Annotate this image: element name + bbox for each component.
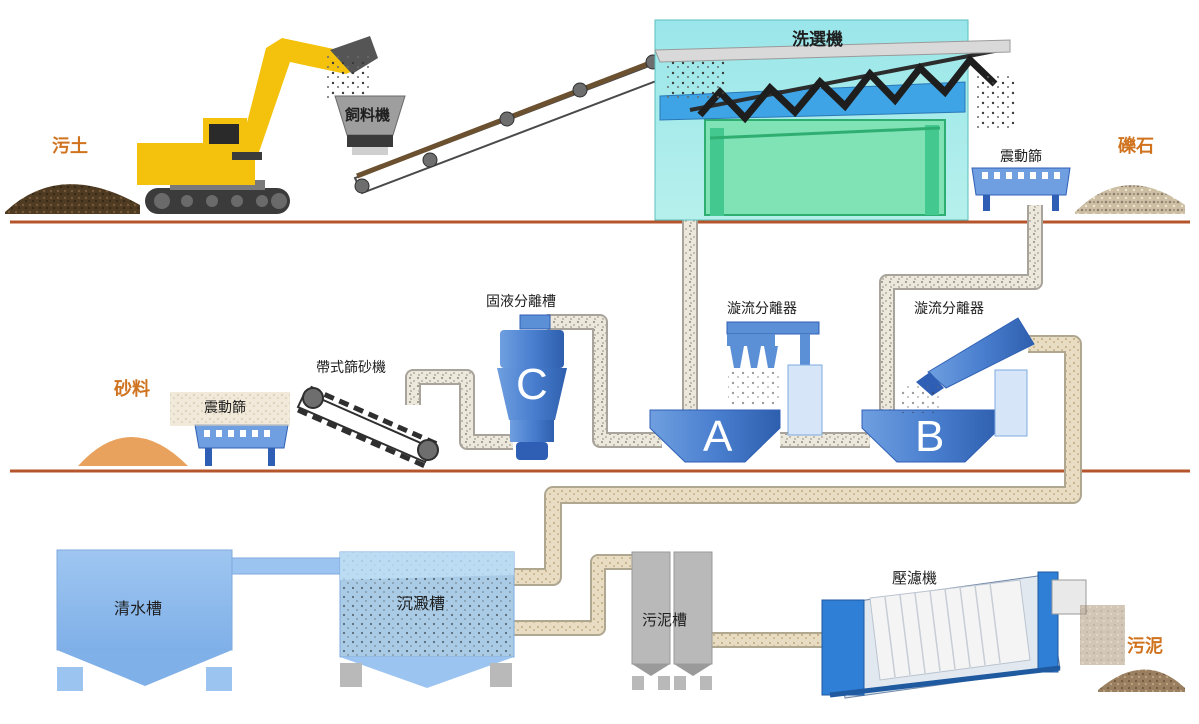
label-sludge: 污泥	[1127, 636, 1163, 657]
inclined-conveyor	[353, 54, 674, 195]
label-solid-liquid-tank: 固液分離槽	[486, 294, 556, 310]
tank-b	[861, 369, 1028, 463]
label-tank-b: B	[915, 412, 945, 461]
label-gravel: 礫石	[1118, 136, 1154, 157]
label-clear-water-tank: 清水槽	[114, 599, 163, 618]
label-tank-a: A	[703, 412, 733, 461]
feeder-machine	[334, 95, 406, 155]
washer-machine	[654, 19, 1011, 221]
sludge-drop	[1080, 605, 1125, 665]
belt-sand-sifter	[296, 385, 439, 469]
label-cyclone-a: 漩流分離器	[727, 301, 797, 317]
washer-output-gravel	[975, 75, 1015, 130]
label-vibrating-screen-top: 震動篩	[1000, 149, 1042, 165]
gravel-pile	[1075, 185, 1185, 214]
filter-press	[821, 571, 1087, 699]
pipes	[229, 145, 1082, 648]
label-sedimentation-tank: 沉澱槽	[397, 594, 446, 613]
label-belt-sand-sifter: 帶式篩砂機	[316, 360, 386, 376]
sludge-tank	[631, 551, 713, 690]
label-tank-c: C	[516, 360, 548, 409]
cyclone-separator-a	[726, 321, 823, 436]
sand-pile	[78, 437, 188, 466]
vibrating-screen-bottom	[194, 424, 289, 466]
label-washer: 洗選機	[792, 30, 843, 50]
label-filter-press: 壓濾機	[892, 569, 938, 587]
label-sludge-tank: 污泥槽	[642, 611, 688, 629]
vibrating-screen-top	[971, 167, 1071, 211]
label-vibrating-screen-bottom: 震動篩	[204, 400, 246, 416]
sludge-pile	[1098, 669, 1185, 692]
label-soil: 污土	[52, 136, 88, 157]
sand-spray	[170, 392, 290, 426]
clear-water-tank	[56, 549, 233, 691]
cyclone-b-spray	[900, 385, 940, 413]
sedimentation-tank	[339, 551, 515, 688]
washer-input-gravel	[665, 58, 725, 98]
cyclone-a-spray	[728, 368, 780, 406]
label-sand: 砂料	[114, 379, 150, 400]
falling-soil	[325, 55, 370, 100]
tank-a	[649, 409, 781, 463]
label-feeder: 飼料機	[345, 106, 391, 124]
solid-liquid-separation-tank	[497, 314, 567, 460]
pipe-clear-water	[229, 557, 343, 575]
ground-lines	[10, 220, 1190, 473]
soil-pile	[5, 184, 140, 214]
label-cyclone-b: 漩流分離器	[914, 301, 984, 317]
